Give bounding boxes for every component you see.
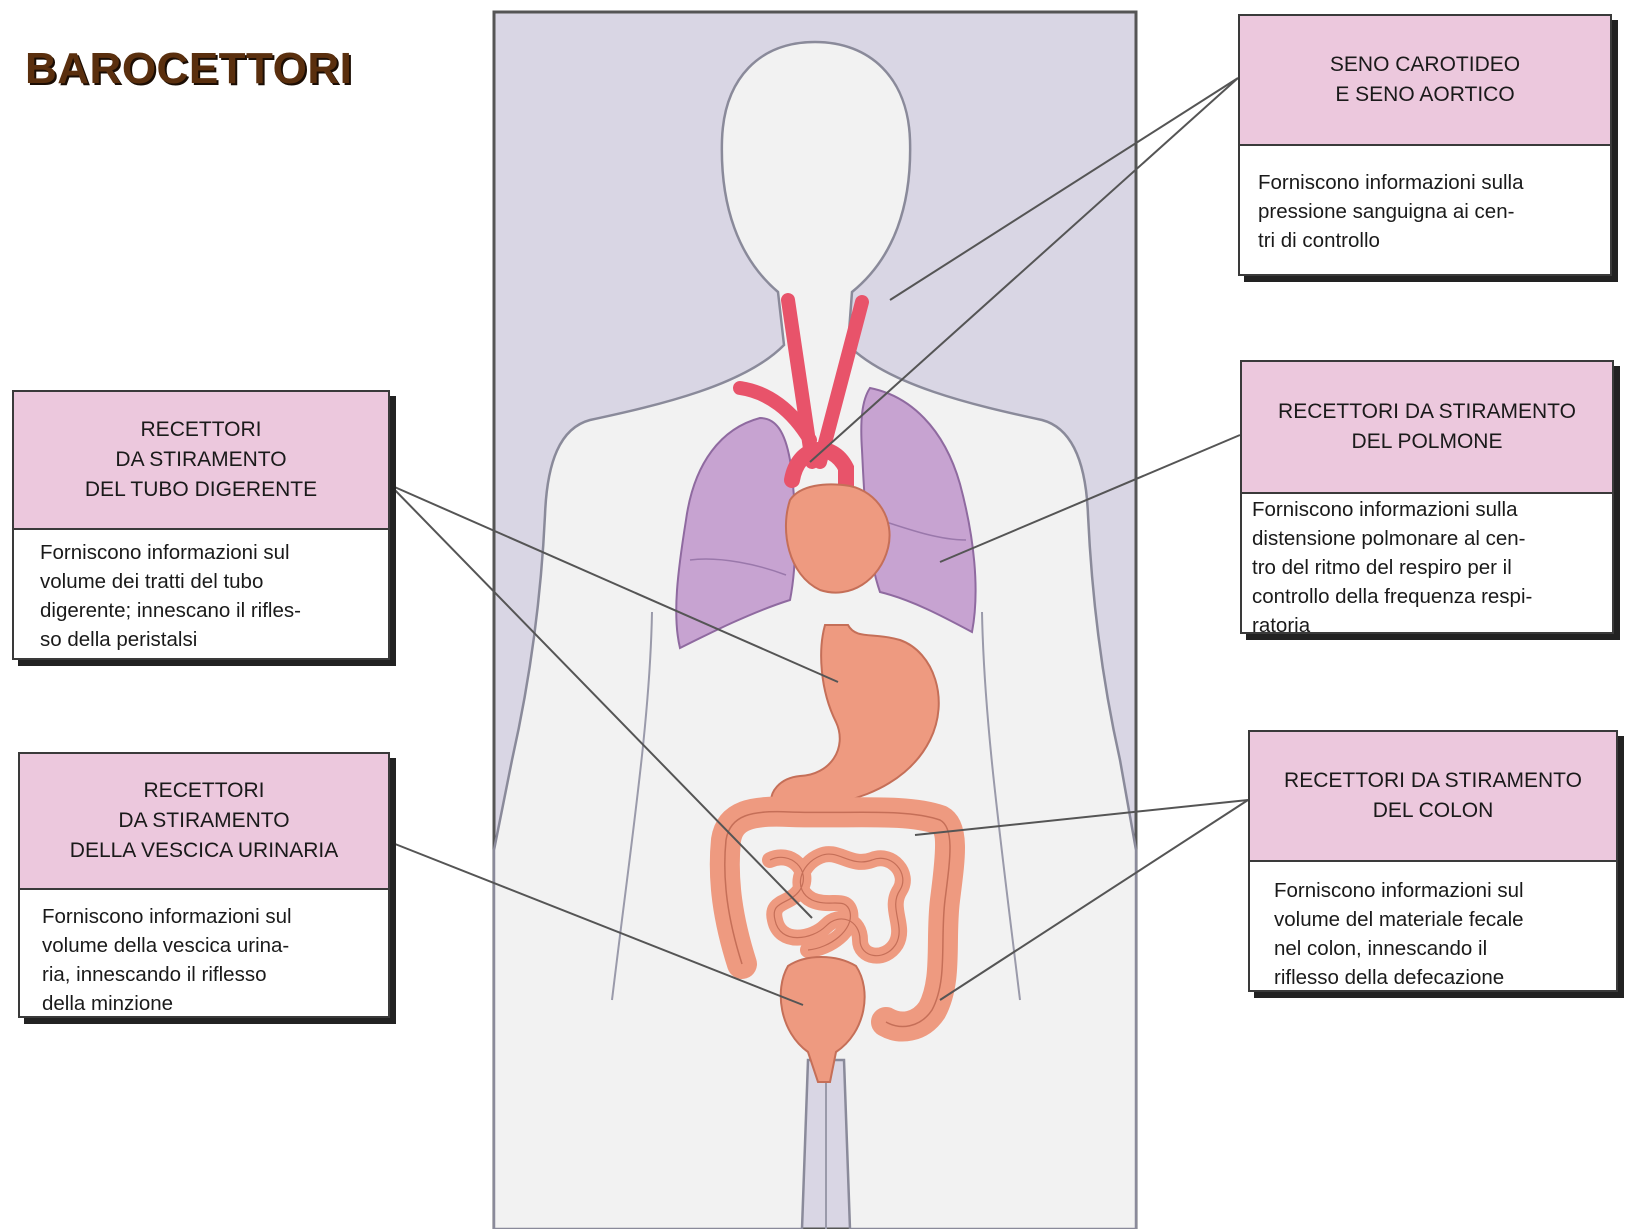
callout-heading: SENO CAROTIDEO E SENO AORTICO (1240, 16, 1610, 146)
callout-bladder: RECETTORI DA STIRAMENTO DELLA VESCICA UR… (18, 752, 390, 1018)
callout-heading: RECETTORI DA STIRAMENTO DEL POLMONE (1242, 362, 1612, 494)
callout-lung: RECETTORI DA STIRAMENTO DEL POLMONE Forn… (1240, 360, 1614, 634)
callout-heading: RECETTORI DA STIRAMENTO DEL TUBO DIGEREN… (14, 392, 388, 530)
callout-digestive: RECETTORI DA STIRAMENTO DEL TUBO DIGEREN… (12, 390, 390, 660)
callout-text: Forniscono informazioni sul volume dei t… (14, 530, 388, 654)
callout-text: Forniscono informazioni sulla pressione … (1240, 146, 1610, 255)
callout-carotid-aortic: SENO CAROTIDEO E SENO AORTICO Forniscono… (1238, 14, 1612, 276)
callout-colon: RECETTORI DA STIRAMENTO DEL COLON Fornis… (1248, 730, 1618, 992)
callout-text: Forniscono informazioni sul volume del m… (1250, 862, 1616, 992)
callout-heading: RECETTORI DA STIRAMENTO DEL COLON (1250, 732, 1616, 862)
callout-text: Forniscono informazioni sulla distension… (1242, 494, 1612, 640)
heart (786, 484, 890, 592)
callout-text: Forniscono informazioni sul volume della… (20, 890, 388, 1018)
callout-heading: RECETTORI DA STIRAMENTO DELLA VESCICA UR… (20, 754, 388, 890)
